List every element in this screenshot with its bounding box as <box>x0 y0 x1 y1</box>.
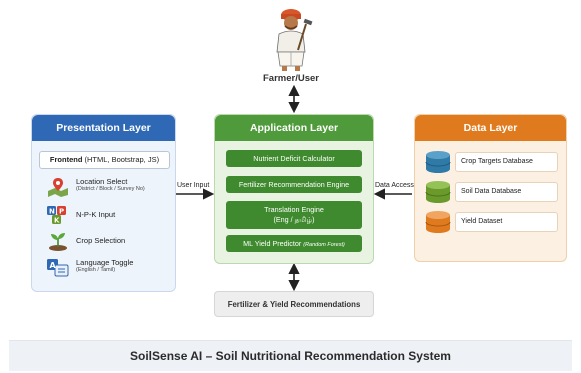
language-toggle-label: Language Toggle <box>76 258 134 267</box>
yield-dataset-label: Yield Dataset <box>455 212 558 232</box>
language-toggle-sub: (English / Tamil) <box>76 267 116 273</box>
npk-input-label: N-P-K Input <box>76 210 116 219</box>
language-icon: A <box>46 258 70 278</box>
frontend-tech: (HTML, Bootstrap, JS) <box>82 155 160 164</box>
sprout-icon <box>46 231 70 251</box>
ml-yield-label: ML Yield Predictor <box>243 239 302 248</box>
npk-blocks-icon: N P K <box>46 205 70 225</box>
data-layer-panel: Data Layer <box>414 114 567 262</box>
fertilizer-engine-module: Fertilizer Recommendation Engine <box>226 176 362 193</box>
yield-dataset-row: Yield Dataset <box>424 210 558 234</box>
database-icon <box>424 150 452 174</box>
farmer-icon <box>262 6 320 72</box>
ml-yield-module: ML Yield Predictor (Random Forest) <box>226 235 362 252</box>
svg-text:A: A <box>50 261 57 270</box>
npk-input-item: N P K N-P-K Input <box>46 205 174 225</box>
presentation-layer-panel: Presentation Layer <box>31 114 176 292</box>
application-layer-title: Application Layer <box>215 115 373 141</box>
location-pin-icon <box>46 177 70 197</box>
svg-text:P: P <box>59 208 64 216</box>
soil-data-db-row: Soil Data Database <box>424 180 558 204</box>
crop-selection-item: Crop Selection <box>46 231 174 251</box>
data-layer-title: Data Layer <box>415 115 566 141</box>
crop-targets-db-label: Crop Targets Database <box>455 152 558 172</box>
database-icon <box>424 180 452 204</box>
database-icon <box>424 210 452 234</box>
nutrient-deficit-module: Nutrient Deficit Calculator <box>226 150 362 167</box>
crop-targets-db-row: Crop Targets Database <box>424 150 558 174</box>
data-access-label: Data Access <box>375 182 414 189</box>
location-select-item: Location Select(District / Block / Surve… <box>46 177 174 197</box>
farmer-label: Farmer/User <box>263 73 319 84</box>
soil-data-db-label: Soil Data Database <box>455 182 558 202</box>
ml-yield-note: (Random Forest) <box>303 242 345 248</box>
frontend-label: Frontend <box>49 155 83 164</box>
translation-engine-label: Translation Engine <box>264 205 324 214</box>
language-toggle-item: A Language Toggle(English / Tamil) <box>46 258 174 278</box>
svg-text:K: K <box>54 217 60 225</box>
diagram-title: SoilSense AI – Soil Nutritional Recommen… <box>9 340 572 371</box>
user-input-label: User Input <box>177 182 210 189</box>
presentation-layer-title: Presentation Layer <box>32 115 175 141</box>
translation-engine-module: Translation Engine (Eng / தமிழ்) <box>226 201 362 229</box>
location-select-sub: (District / Block / Survey No) <box>76 186 145 192</box>
crop-selection-label: Crop Selection <box>76 236 126 245</box>
svg-text:N: N <box>49 208 55 216</box>
translation-engine-langs: (Eng / தமிழ்) <box>273 215 315 224</box>
recommendations-output: Fertilizer & Yield Recommendations <box>214 291 374 317</box>
frontend-box: Frontend (HTML, Bootstrap, JS) <box>39 151 170 169</box>
location-select-label: Location Select <box>76 177 128 186</box>
